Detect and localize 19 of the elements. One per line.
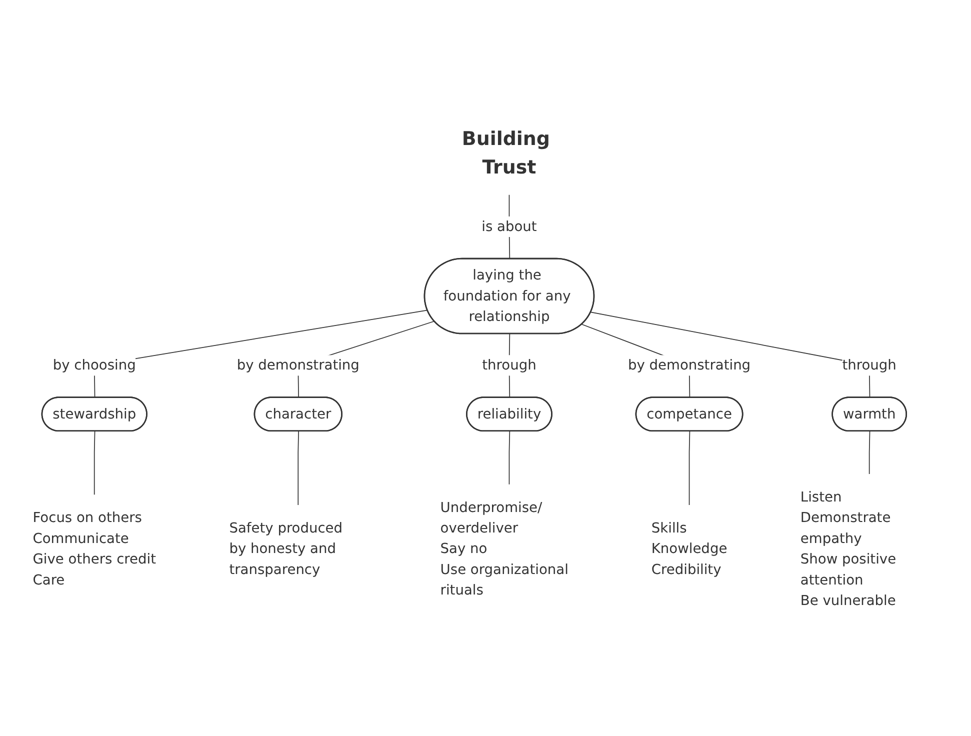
connector xyxy=(868,430,870,474)
edge-label: is about xyxy=(482,218,537,234)
node-text: Safety produced by honesty and transparency xyxy=(229,520,343,578)
node-text: Skills Knowledge Credibility xyxy=(651,520,728,578)
edge-label: through xyxy=(842,356,896,374)
edge-label: by demonstrating xyxy=(236,356,360,374)
connector xyxy=(94,430,96,496)
node-text: Underpromise/ overdeliver Say no Use organizational rituals xyxy=(440,498,568,598)
connector xyxy=(688,430,690,506)
edge-label: by choosing xyxy=(52,356,136,374)
node-text: Focus on others Communicate Give others credit Care xyxy=(32,509,156,588)
node-text: Listen Demonstrate empathy Show positive attention Be vulnerable xyxy=(800,488,896,608)
connector xyxy=(508,430,510,485)
edge-label: by demonstrating xyxy=(628,356,751,374)
node-text: Building Trust xyxy=(462,128,550,178)
connector xyxy=(298,430,299,506)
connector xyxy=(590,312,870,398)
edge-label: through xyxy=(482,356,536,374)
connector xyxy=(94,310,428,398)
